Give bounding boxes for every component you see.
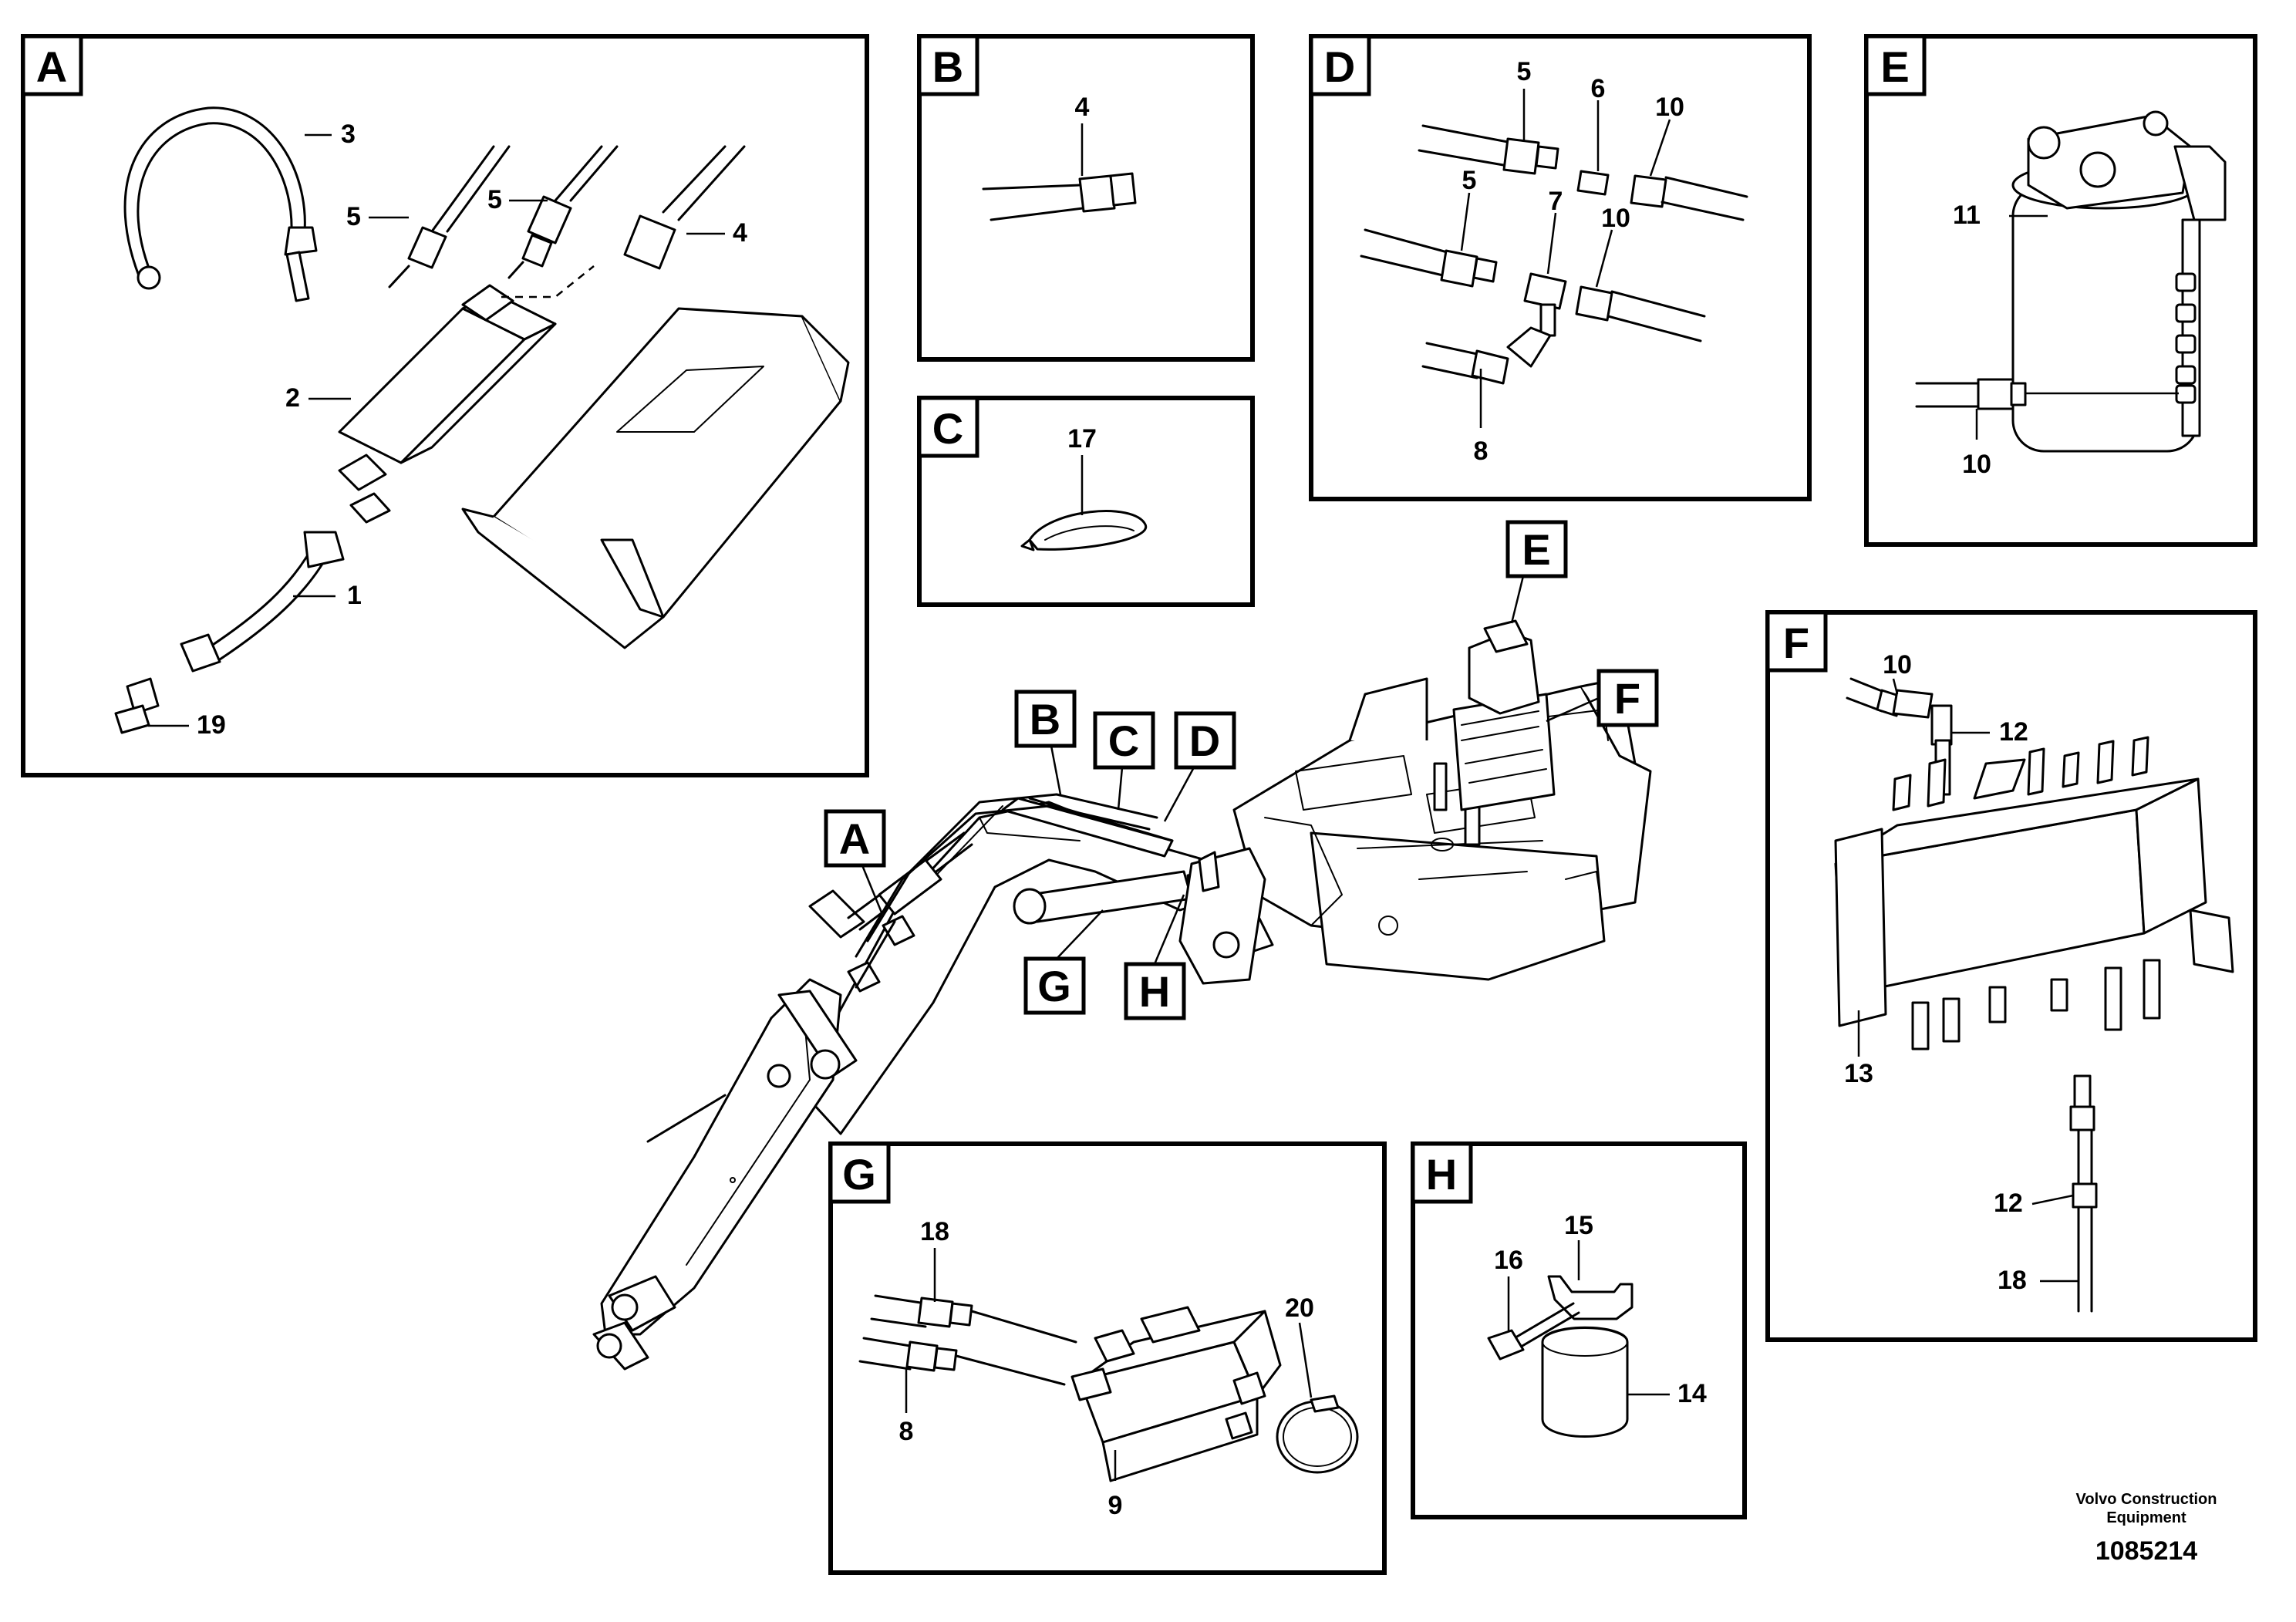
panel-f-letter: F — [1783, 619, 1809, 667]
callout-a-19: 19 — [197, 710, 226, 740]
svg-text:E: E — [1522, 525, 1550, 574]
overview-label-b: B — [1014, 690, 1077, 795]
panel-d-frame — [1309, 34, 1812, 501]
panel-e-letter: E — [1880, 42, 1909, 91]
panel-c: C 17 — [917, 396, 1255, 607]
svg-text:A: A — [839, 814, 870, 863]
panel-e-label: E — [1864, 34, 1927, 96]
panel-c-label: C — [917, 396, 979, 458]
callout-f-12a: 12 — [1999, 717, 2028, 747]
panel-f: F — [1765, 610, 2257, 1342]
overview-label-d: D — [1163, 711, 1236, 822]
svg-text:G: G — [1037, 962, 1071, 1010]
valve-g-part — [858, 1248, 1359, 1482]
panel-a: A — [21, 34, 869, 777]
callout-d-6: 6 — [1591, 74, 1606, 103]
callout-a-3: 3 — [341, 120, 356, 149]
svg-text:D: D — [1189, 717, 1220, 765]
callout-a-5a: 5 — [346, 202, 361, 231]
panel-b-letter: B — [932, 42, 963, 91]
panel-g: G — [828, 1141, 1387, 1575]
callout-a-1: 1 — [347, 581, 362, 610]
panel-d: D 5 6 10 — [1309, 34, 1812, 501]
upper-frame — [1232, 677, 1652, 981]
overview-label-h: H — [1124, 894, 1186, 1020]
panel-g-label: G — [828, 1141, 891, 1204]
overview-label-g: G — [1023, 909, 1104, 1015]
panel-g-letter: G — [842, 1150, 876, 1199]
svg-text:F: F — [1614, 674, 1640, 723]
pipe-part — [114, 531, 345, 734]
callout-d-10b: 10 — [1601, 204, 1630, 233]
callout-a-2: 2 — [285, 383, 300, 413]
footer-brand-line1: Volvo Construction — [2076, 1491, 2217, 1508]
callout-h-16: 16 — [1494, 1246, 1523, 1275]
callout-d-5a: 5 — [1517, 57, 1532, 86]
callout-g-8: 8 — [899, 1417, 914, 1446]
boom-hoses — [847, 793, 1158, 993]
overview-valve-cluster — [1433, 619, 1556, 811]
callout-b-4: 4 — [1075, 93, 1090, 122]
hoses-top — [388, 145, 746, 288]
svg-text:H: H — [1139, 967, 1170, 1016]
panel-e: E 11 10 — [1864, 34, 2257, 547]
panel-b-label: B — [917, 34, 979, 96]
callout-h-14: 14 — [1677, 1379, 1707, 1408]
excavator-overview: A B C D E — [592, 520, 1659, 1371]
panel-f-label: F — [1765, 610, 1828, 673]
callout-g-20: 20 — [1285, 1293, 1314, 1323]
callout-g-9: 9 — [1108, 1491, 1123, 1520]
panel-a-letter: A — [36, 42, 67, 91]
overview-callouts: A B C D E — [824, 520, 1659, 1020]
cable-tie-part — [1020, 455, 1148, 551]
control-valve-part — [1834, 677, 2234, 1313]
footer: Volvo Construction Equipment 1085214 — [2076, 1491, 2217, 1566]
callout-f-10: 10 — [1883, 650, 1912, 679]
callout-a-5b: 5 — [487, 185, 502, 214]
panel-h: H 15 16 14 — [1411, 1141, 1747, 1519]
callout-h-15: 15 — [1564, 1211, 1593, 1240]
panel-d-label: D — [1309, 34, 1371, 96]
overview-label-a: A — [824, 809, 886, 913]
callout-e-11: 11 — [1953, 201, 1981, 230]
panel-d-letter: D — [1324, 42, 1355, 91]
filter-part — [1915, 110, 2227, 453]
svg-text:C: C — [1108, 717, 1139, 765]
callout-e-10: 10 — [1962, 450, 1991, 479]
hose-end-part — [982, 123, 1137, 221]
footer-brand-line2: Equipment — [2106, 1509, 2186, 1526]
callout-f-12b: 12 — [1994, 1189, 2023, 1218]
overview-label-f: F — [1546, 669, 1659, 727]
guard-cover-part — [461, 307, 850, 649]
hose-clamp-part — [123, 106, 318, 302]
panel-d-callouts: 5 6 10 5 7 10 8 — [1460, 57, 1684, 466]
callout-c-17: 17 — [1067, 424, 1097, 454]
panel-c-letter: C — [932, 404, 963, 453]
panel-a-label: A — [21, 34, 83, 96]
callout-f-13: 13 — [1844, 1059, 1873, 1088]
overview-label-e: E — [1505, 520, 1568, 624]
callout-a-4: 4 — [733, 218, 747, 248]
arm — [592, 831, 973, 1371]
panel-h-letter: H — [1426, 1150, 1457, 1199]
svg-text:B: B — [1030, 695, 1060, 744]
panel-h-label: H — [1411, 1141, 1473, 1204]
bracket-h-part — [1487, 1240, 1670, 1438]
callout-d-7: 7 — [1549, 187, 1563, 216]
panel-b: B 4 — [917, 34, 1255, 362]
callout-d-8: 8 — [1474, 437, 1489, 466]
callout-d-10a: 10 — [1655, 93, 1684, 122]
overview-label-c: C — [1093, 711, 1155, 811]
valve-block-part — [338, 265, 595, 524]
panel-a-callouts: 3 5 5 4 2 1 19 — [148, 120, 747, 740]
boom — [797, 797, 1274, 1135]
drawing-id: 1085214 — [2095, 1536, 2197, 1566]
callout-f-18: 18 — [1998, 1266, 2027, 1295]
callout-g-18: 18 — [920, 1217, 949, 1246]
callout-d-5b: 5 — [1462, 166, 1477, 195]
